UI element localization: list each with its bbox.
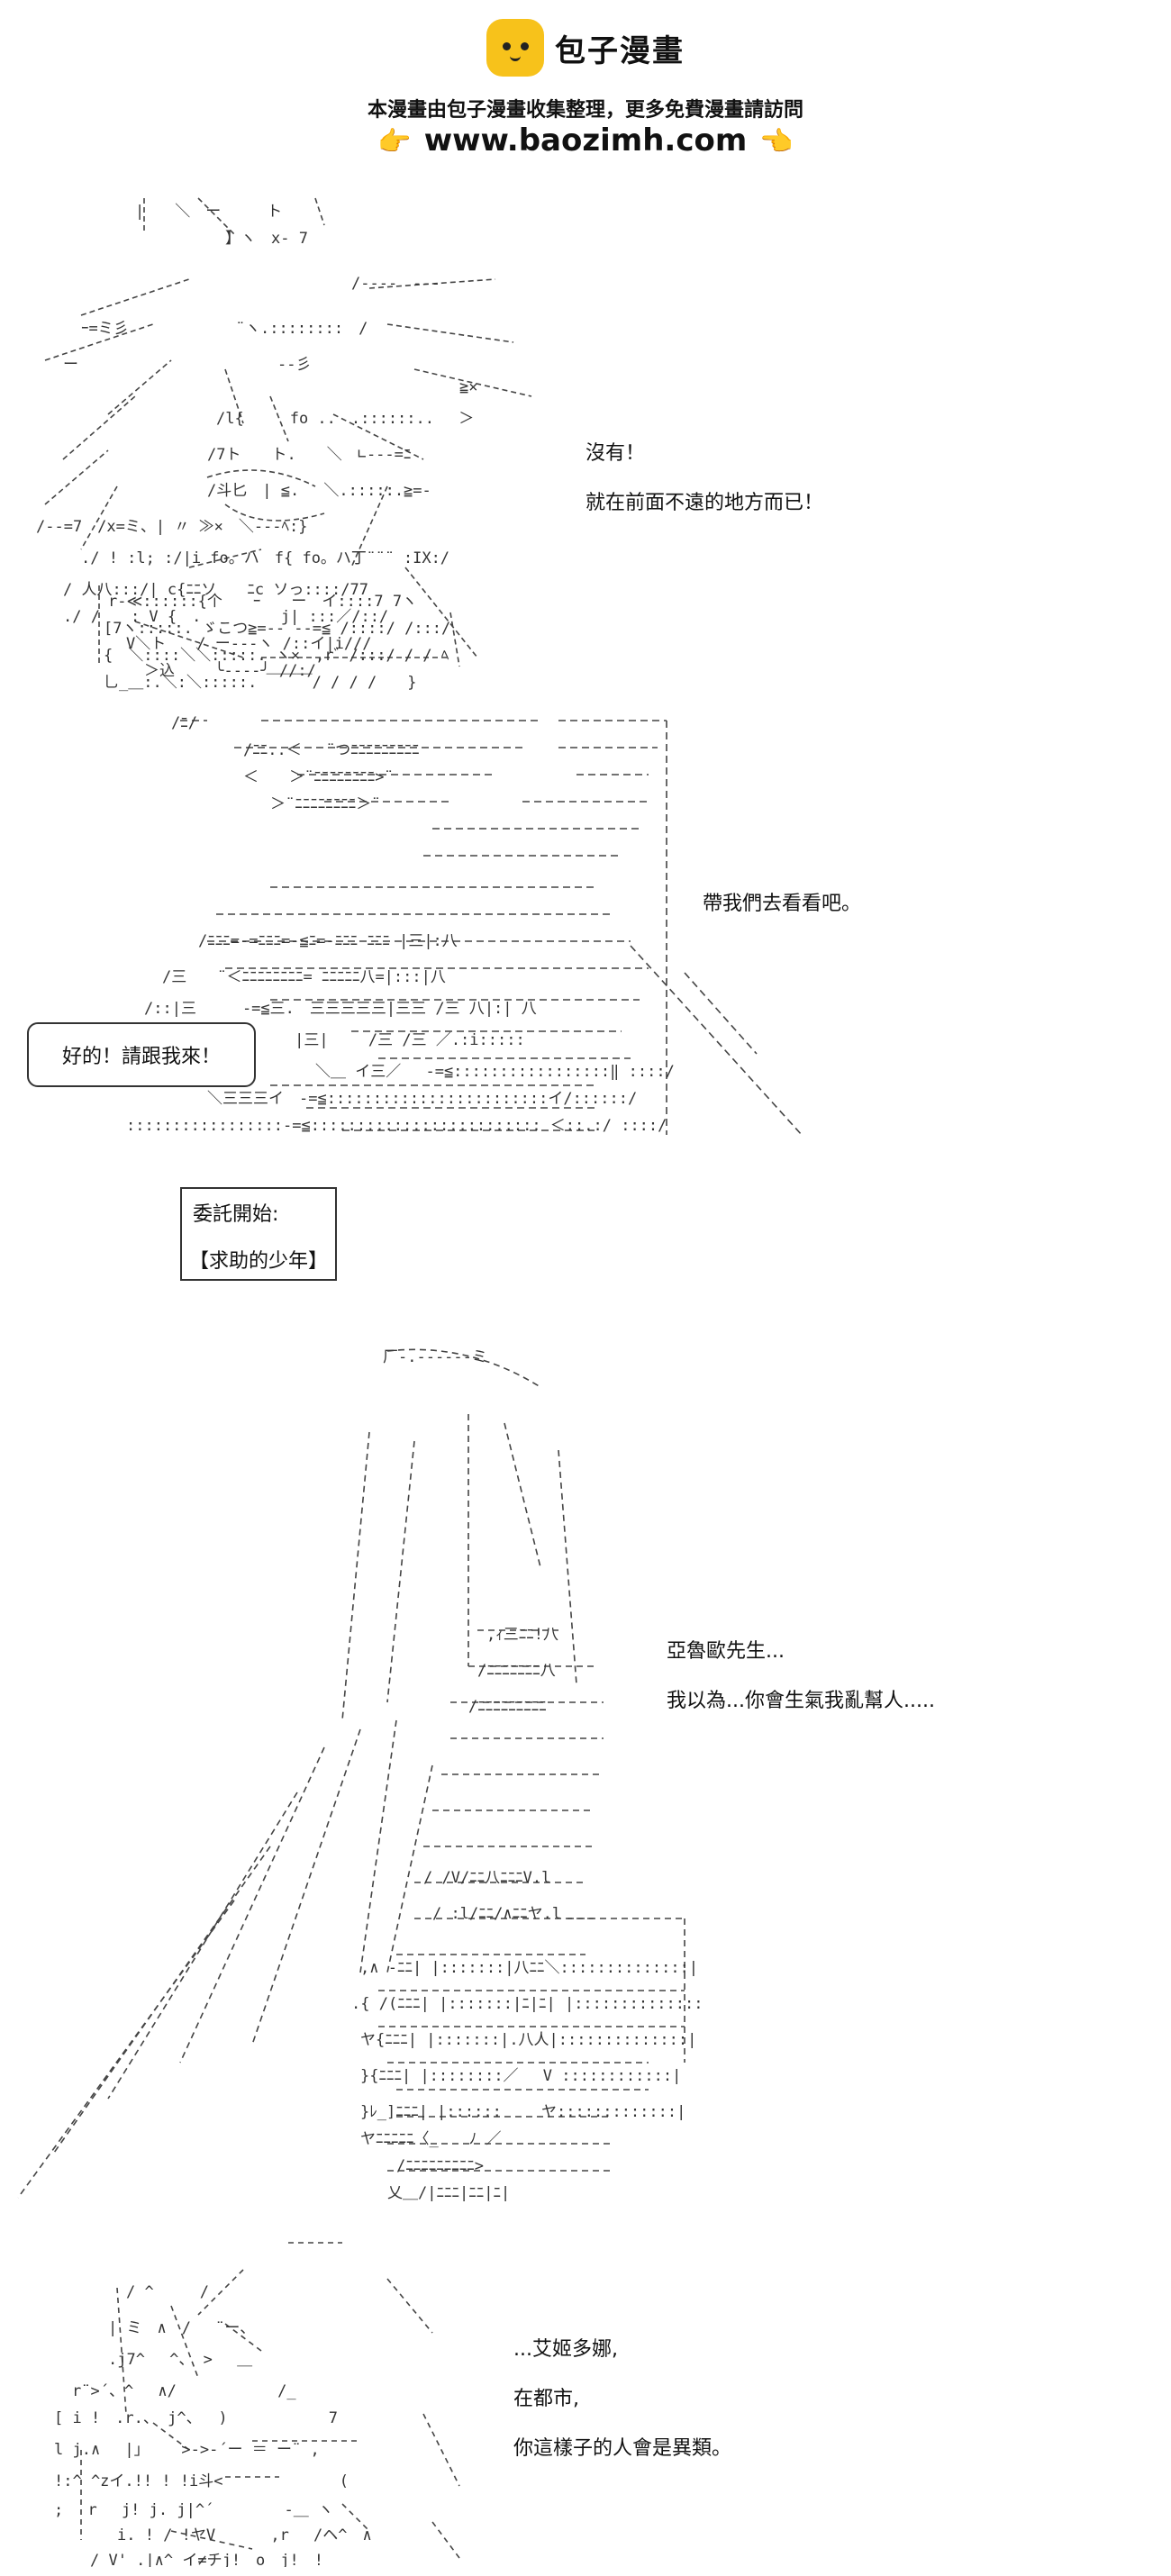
svg-text:}ﾚ_]ﾆﾆﾆ| |:::::: ヤ::::::::::: }ﾚ_]ﾆﾆﾆ| |:::::: ヤ:::::::::::::| <box>360 2103 685 2121</box>
panel2-dialogue-1: 帶我們去看看吧。 <box>703 893 862 915</box>
svg-text:＜ ＞¨ﾆﾆﾆﾆﾆﾆﾆﾆ>¨: ＜ ＞¨ﾆﾆﾆﾆﾆﾆﾆﾆ>¨ <box>243 768 394 786</box>
panel1-ascii-art: | ＼ ー ト 】ヽ x‐ 7 /-‐‐‐ ‐‐‐ ｰ=ミ彡 ¨ヽ.::::::… <box>27 189 567 694</box>
svg-text:/ﾆﾆﾆﾆﾆﾆﾆ八: /ﾆﾆﾆﾆﾆﾆﾆ八 <box>477 1662 556 1680</box>
panel3-dialogue-1: 亞魯歐先生... <box>667 1640 785 1663</box>
pointing-left-icon: 👈 <box>759 126 794 158</box>
svg-text:≧×: ≧× <box>459 378 477 396</box>
quest-title: 【求助的少年】 <box>189 1250 329 1273</box>
svg-text:乚_＿:.＼:＼:::::. ￣￣￣/ / / / }: 乚_＿:.＼:＼:::::. ￣￣￣/ / / / } <box>104 674 416 692</box>
svg-text:{ ＼::::＼＼:::::. ヽ× ,r゛/:::/ /: { ＼::::＼＼:::::. ヽ× ,r゛/:::/ / / ﾍ <box>104 647 449 665</box>
site-notice: 本漫畫由包子漫畫收集整理，更多免費漫畫請訪問 <box>367 99 803 122</box>
svg-text:/ﾆﾆﾆﾆﾆﾆﾆﾆﾆ>: /ﾆﾆﾆﾆﾆﾆﾆﾆﾆ> <box>396 2157 484 2175</box>
svg-text:!:^ ^zイ.!! ! !i斗< (: !:^ ^zイ.!! ! !i斗< ( <box>54 2472 349 2490</box>
svg-text:/ 人八:::/| c{ﾆﾆソ ﾆc ソっ::::/77: / 人八:::/| c{ﾆﾆソ ﾆc ソっ::::/77 <box>63 581 368 599</box>
bun-logo-icon <box>486 19 544 77</box>
svg-text:[7ヽ:::::. ゞこつ≧=‐‐ ‐‐=≦ /::::/: [7ヽ:::::. ゞこつ≧=‐‐ ‐‐=≦ /::::/ /:::/ <box>104 620 450 638</box>
svg-text:V＼ト / ー‐‐‐ヽ /::イ|i///: V＼ト / ー‐‐‐ヽ /::イ|i/// <box>126 635 372 653</box>
panel2-ascii-art: /ﾆ/ /ﾆﾆ..＜ ¨つﾆﾆﾆﾆﾆﾆﾆﾆﾆ ＜ ＞¨ﾆﾆﾆﾆﾆﾆﾆﾆ>¨ ＞¨… <box>90 712 811 1135</box>
svg-text:}{ﾆﾆﾆ| |::::::::／ V :::::::::: }{ﾆﾆﾆ| |::::::::／ V ::::::::::::| <box>360 2067 681 2085</box>
svg-text:/-‐‐‐ ‐‐‐: /-‐‐‐ ‐‐‐ <box>351 275 440 293</box>
pointing-right-icon: 👉 <box>377 126 412 158</box>
svg-text:/::|三 ‐=≦三. 三三三三三|三三 /三 八|:|: /::|三 ‐=≦三. 三三三三三|三三 /三 八|:| 八 <box>144 1000 537 1018</box>
panel4-dialogue-3: 你這樣子的人會是異類。 <box>513 2437 732 2460</box>
svg-text:| ＼ ー ト: | ＼ ー ト <box>135 203 282 221</box>
panel1-lower-svg: r‐≪::::::{个 ｰ ー イ::::7 7ヽ [7ヽ:::::. ゞこつ≧… <box>104 593 450 692</box>
svg-text:/l{ fo .. .::::::.. ＞: /l{ fo .. .::::::.. ＞ <box>216 410 474 428</box>
panel3-ascii-art: 厂-.‐‐‐‐‐‐ミ ,ｨ三ﾆﾆ!八 /ﾆﾆﾆﾆﾆﾆﾆ八 /ﾆﾆﾆﾆﾆﾆﾆﾆﾆ … <box>0 1342 703 2207</box>
svg-text:,ｨ三ﾆﾆ!八: ,ｨ三ﾆﾆ!八 <box>486 1626 558 1644</box>
panel1-dialogue-2: 就在前面不遠的地方而已！ <box>586 492 824 514</box>
svg-text:.j7^ ^、 > ＿: .j7^ ^、 > ＿ <box>108 2351 252 2369</box>
svg-text:/‐‐=7 /x=ミ、| 〃 ≫× ＼‐‐‐ﾍ:}: /‐‐=7 /x=ミ、| 〃 ≫× ＼‐‐‐ﾍ:} <box>36 518 308 536</box>
svg-text:; r j! j. j|^´ ‐＿ ヽ: ; r j! j. j|^´ ‐＿ ヽ <box>54 2501 333 2519</box>
svg-text:ｰ=ミ彡 ¨ヽ.:::::::: /: ｰ=ミ彡 ¨ヽ.:::::::: / <box>81 320 368 338</box>
speech-bubble: 好的！請跟我來！ <box>27 1022 256 1087</box>
panel1-dialogue-1: 沒有！ <box>586 442 646 465</box>
panel4-dialogue-2: 在都市, <box>513 2388 579 2410</box>
svg-text:ー ‐‐彡: ー ‐‐彡 <box>63 356 311 374</box>
site-url[interactable]: www.baozimh.com <box>423 122 748 159</box>
svg-text:ヤ{ﾆﾆﾆ| |:::::::|.八人|::::::::::: ヤ{ﾆﾆﾆ| |:::::::|.八人|::::::::::::::| <box>360 2031 696 2049</box>
svg-text:/ ^ /: / ^ / <box>126 2283 209 2301</box>
panel3-dialogue-2: 我以為...你會生氣我亂幫人..... <box>667 1690 935 1712</box>
svg-text:[ i ! .r.、 j^、 ) 7: [ i ! .r.、 j^、 ) 7 <box>54 2409 338 2427</box>
panel1-art-svg: | ＼ ー ト 】ヽ x‐ 7 /-‐‐‐ ‐‐‐ ｰ=ミ彡 ¨ヽ.::::::… <box>36 197 532 680</box>
svg-text:/ﾆﾆﾆ=-=ﾆﾆﾆ=‐≦ﾆ=-ﾆﾆﾆ ﾆﾆﾆ |三|:八: /ﾆﾆﾆ=-=ﾆﾆﾆ=‐≦ﾆ=-ﾆﾆﾆ ﾆﾆﾆ |三|:八 <box>198 932 458 950</box>
quest-start-box: 委託開始: 【求助的少年】 <box>180 1187 337 1281</box>
svg-text:ヤﾆﾆﾆﾆﾆ〈_ ﾉ ／: ヤﾆﾆﾆﾆﾆ〈_ ﾉ ／ <box>360 2130 501 2148</box>
svg-text:/ﾆﾆﾆﾆﾆﾆﾆﾆﾆ: /ﾆﾆﾆﾆﾆﾆﾆﾆﾆ <box>468 1698 547 1716</box>
svg-text:厂-.‐‐‐‐‐‐ミ: 厂-.‐‐‐‐‐‐ミ <box>383 1348 487 1366</box>
quest-label: 委託開始: <box>193 1203 279 1226</box>
svg-text:.{ /(ﾆﾆﾆ| |:::::::|ﾆ|ﾆ| |:::::: .{ /(ﾆﾆﾆ| |:::::::|ﾆ|ﾆ| |:::::::::::::::… <box>351 1995 703 2013</box>
logo-text: 包子漫畫 <box>555 32 685 69</box>
svg-text:＞込 ╰‐‐‐‐╯ //:/: ＞込 ╰‐‐‐‐╯ //:/ <box>144 661 316 680</box>
svg-text:/ /V/ﾆﾆ八ﾆﾆﾆV.l: / /V/ﾆﾆ八ﾆﾆﾆV.l <box>423 1869 550 1887</box>
svg-text:./ ! :l; :/|i fo。ハ f{ fo。ハ丁¨¨¨: ./ ! :l; :/|i fo。ハ f{ fo。ハ丁¨¨¨ :IX:/ <box>81 549 449 567</box>
panel4-art-svg: / ^ / | ミ ∧ / ¨ー、 .j7^ ^、 > ＿ r¨>´、^ ∧/ … <box>54 2242 460 2567</box>
svg-text::::::::::::::::::‐=≦::::::::::: :::::::::::::::::‐=≦::::::::::::::::::::… <box>126 1117 667 1135</box>
panel3-art-svg: 厂-.‐‐‐‐‐‐ミ ,ｨ三ﾆﾆ!八 /ﾆﾆﾆﾆﾆﾆﾆ八 /ﾆﾆﾆﾆﾆﾆﾆﾆﾆ … <box>17 1348 703 2202</box>
svg-text:/ﾆﾆ..＜ ¨つﾆﾆﾆﾆﾆﾆﾆﾆﾆ: /ﾆﾆ..＜ ¨つﾆﾆﾆﾆﾆﾆﾆﾆﾆ <box>243 741 420 759</box>
svg-text:r¨>´、^ ∧/ /_: r¨>´、^ ∧/ /_ <box>72 2382 296 2400</box>
panel4-dialogue-1: ...艾姬多娜, <box>513 2338 618 2361</box>
svg-text:】ヽ x‐ 7: 】ヽ x‐ 7 <box>225 230 308 248</box>
svg-text:/斗匕 | ≦. ＼.:::::.≧=‐: /斗匕 | ≦. ＼.:::::.≧=‐ <box>207 482 431 500</box>
svg-text:| ミ ∧ / ¨ー、: | ミ ∧ / ¨ー、 <box>108 2319 255 2337</box>
svg-text:l j.∧ |」 >‐>‐´ー ＝ ー¨ ,: l j.∧ |」 >‐>‐´ー ＝ ー¨ , <box>54 2441 320 2459</box>
svg-text:i. ! / !ヤV ,r /ヘ^ ∧: i. ! / !ヤV ,r /ヘ^ ∧ <box>117 2526 372 2544</box>
svg-text:./ / : V { . j| :::／/::/: ./ / : V { . j| :::／/::/ <box>63 608 388 626</box>
site-logo: 包子漫畫 <box>486 16 703 79</box>
svg-text:/ V' .|∧^ イ≠チj! o j! !: / V' .|∧^ イ≠チj! o j! ! <box>90 2552 323 2567</box>
svg-text:/7ト ト. ＼ ∟‐‐‐=ﾆ: /7ト ト. ＼ ∟‐‐‐=ﾆ <box>207 446 411 464</box>
svg-text:＞¨ﾆﾆﾆﾆﾆﾆﾆﾆ＞¨: ＞¨ﾆﾆﾆﾆﾆﾆﾆﾆ＞¨ <box>270 795 380 813</box>
svg-text:,∧ ‐ﾆﾆ| |:::::::|八ﾆﾆ＼:::::::::: ,∧ ‐ﾆﾆ| |:::::::|八ﾆﾆ＼::::::::::::::| <box>360 1959 698 1977</box>
svg-text:＼＿ イ三／ ‐=≦:::::::::::::::::‖: ＼＿ イ三／ ‐=≦:::::::::::::::::‖ ::::/ <box>315 1063 675 1081</box>
panel4-ascii-art: / ^ / | ミ ∧ / ¨ー、 .j7^ ^、 > ＿ r¨>´、^ ∧/ … <box>45 2234 495 2567</box>
svg-text:r‐≪::::::{个 ｰ ー イ::::7 7ヽ: r‐≪::::::{个 ｰ ー イ::::7 7ヽ <box>108 593 417 611</box>
site-url-line[interactable]: 👉 www.baozimh.com 👈 <box>0 122 1171 159</box>
svg-text:乂＿/|ﾆﾆﾆ|ﾆﾆ|ﾆ|: 乂＿/|ﾆﾆﾆ|ﾆﾆ|ﾆ| <box>387 2184 510 2202</box>
panel2-art-svg: /ﾆ/ /ﾆﾆ..＜ ¨つﾆﾆﾆﾆﾆﾆﾆﾆﾆ ＜ ＞¨ﾆﾆﾆﾆﾆﾆﾆﾆ>¨ ＞¨… <box>126 714 803 1135</box>
panel1-art-lower: r‐≪::::::{个 ｰ ー イ::::7 7ヽ [7ヽ:::::. ゞこつ≧… <box>54 590 504 702</box>
svg-text:＼三三三イ ‐=≦:::::::::::::::::::::: ＼三三三イ ‐=≦::::::::::::::::::::::::イ/:::::… <box>207 1090 637 1108</box>
svg-text:/ﾆ/: /ﾆ/ <box>171 714 197 732</box>
svg-text:/三 ¨＜ﾆﾆﾆﾆﾆﾆﾆﾆ= ﾆﾆﾆﾆﾆ八=|:::|八: /三 ¨＜ﾆﾆﾆﾆﾆﾆﾆﾆ= ﾆﾆﾆﾆﾆ八=|:::|八 <box>162 968 446 986</box>
svg-text:/ :l/ﾆﾆ/∧ﾆﾆヤ.l: / :l/ﾆﾆ/∧ﾆﾆヤ.l <box>432 1905 561 1923</box>
